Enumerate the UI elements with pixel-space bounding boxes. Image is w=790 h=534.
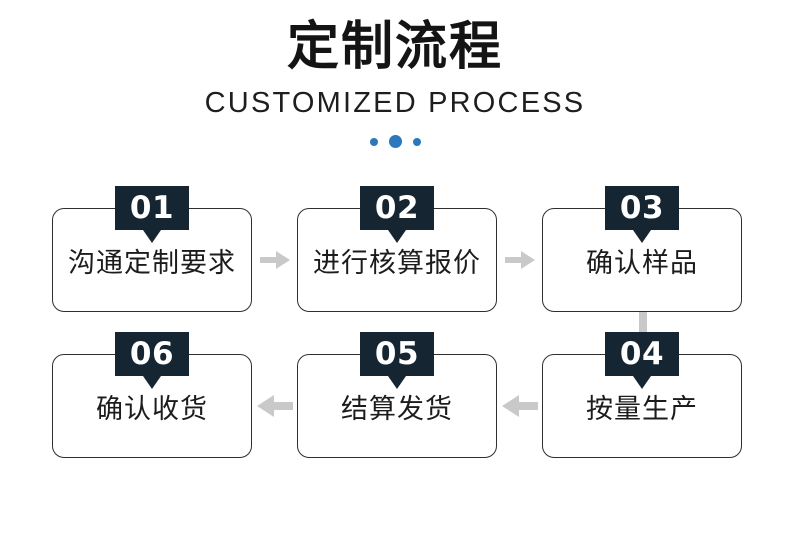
- page-header: 定制流程 CUSTOMIZED PROCESS: [0, 0, 790, 149]
- step-label: 确认样品: [586, 247, 698, 279]
- decorative-dots: [0, 135, 790, 149]
- step-box[interactable]: 确认样品: [542, 208, 742, 312]
- process-row-top: 沟通定制要求 01 进行核算报价 02 确认: [0, 186, 790, 350]
- dot-right-icon: [412, 137, 421, 146]
- arrow-right-icon: [259, 251, 290, 269]
- dot-center-icon: [388, 135, 402, 149]
- connector-bottom-2: [497, 354, 542, 458]
- step-number: 04: [619, 335, 665, 372]
- process-step-04[interactable]: 按量生产 04: [542, 332, 742, 458]
- step-label: 结算发货: [341, 393, 453, 425]
- step-label: 沟通定制要求: [68, 247, 236, 279]
- process-step-01[interactable]: 沟通定制要求 01: [52, 186, 252, 312]
- step-label: 进行核算报价: [313, 247, 481, 279]
- step-number: 06: [129, 335, 175, 372]
- step-number: 03: [619, 189, 665, 226]
- step-number-badge: 02: [360, 186, 434, 230]
- process-step-05[interactable]: 结算发货 05: [297, 332, 497, 458]
- process-step-06[interactable]: 确认收货 06: [52, 332, 252, 458]
- step-label: 按量生产: [586, 393, 698, 425]
- step-number: 02: [374, 189, 420, 226]
- step-number-badge: 06: [115, 332, 189, 376]
- arrow-left-icon: [256, 395, 293, 417]
- process-row-bottom: 确认收货 06 结算发货 05 按量生产: [0, 332, 790, 480]
- process-step-03[interactable]: 确认样品 03: [542, 186, 742, 312]
- process-step-02[interactable]: 进行核算报价 02: [297, 186, 497, 312]
- dot-left-icon: [369, 137, 378, 146]
- step-number-badge: 03: [605, 186, 679, 230]
- step-number: 05: [374, 335, 420, 372]
- connector-top-2: [497, 208, 542, 312]
- page-title: 定制流程: [286, 17, 503, 77]
- process-flow: 沟通定制要求 01 进行核算报价 02 确认: [0, 186, 790, 480]
- arrow-right-icon: [504, 251, 535, 269]
- connector-bottom-1: [252, 354, 297, 458]
- step-number: 01: [129, 189, 175, 226]
- arrow-left-icon: [501, 395, 538, 417]
- step-number-badge: 01: [115, 186, 189, 230]
- connector-top-1: [252, 208, 297, 312]
- step-number-badge: 04: [605, 332, 679, 376]
- page-subtitle: CUSTOMIZED PROCESS: [204, 86, 586, 119]
- step-label: 确认收货: [96, 393, 208, 425]
- step-number-badge: 05: [360, 332, 434, 376]
